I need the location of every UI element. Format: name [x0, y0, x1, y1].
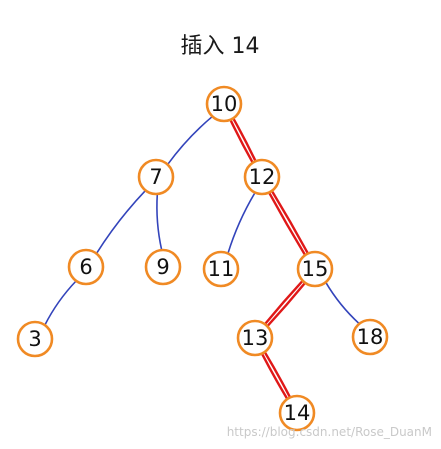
edge-15-18	[324, 281, 361, 325]
edge-12-15-highlight-2	[267, 191, 307, 257]
node-label: 6	[79, 255, 92, 279]
node-circle	[296, 250, 334, 288]
edge-13-14-highlight-2	[260, 352, 289, 401]
edge-6-3	[44, 280, 77, 326]
edge-15-13-highlight-1	[266, 281, 307, 328]
watermark: https://blog.csdn.net/Rose_DuanM	[227, 425, 432, 439]
edge-12-11	[227, 191, 256, 255]
tree-node-13: 13	[236, 319, 274, 357]
node-label: 12	[249, 165, 276, 189]
tree-edges	[44, 115, 361, 401]
node-circle	[144, 248, 182, 286]
tree-node-7: 7	[137, 158, 175, 196]
tree-node-12: 12	[243, 158, 281, 196]
node-label: 7	[149, 165, 162, 189]
edge-7-6	[95, 189, 147, 255]
node-circle	[67, 248, 105, 286]
tree-node-18: 18	[351, 318, 389, 356]
node-label: 9	[156, 255, 169, 279]
node-circle	[243, 158, 281, 196]
diagram-title: 插入 14	[181, 34, 260, 59]
edge-10-7	[166, 115, 214, 166]
node-circle	[16, 320, 54, 358]
node-circle	[278, 394, 316, 432]
tree-node-14: 14	[278, 394, 316, 432]
tree-node-15: 15	[296, 250, 334, 288]
node-circle	[137, 158, 175, 196]
edge-15-13-highlight-2	[263, 279, 304, 326]
tree-node-3: 3	[16, 320, 54, 358]
tree-node-11: 11	[202, 250, 240, 288]
tree-node-10: 10	[205, 85, 243, 123]
node-label: 10	[211, 92, 238, 116]
edge-7-9	[156, 193, 163, 251]
node-label: 14	[284, 401, 311, 425]
tree-nodes: 10 7 12 6 9 11 15 3 13 18 14	[16, 85, 389, 432]
edge-10-12-highlight-1	[232, 117, 257, 163]
node-circle	[236, 319, 274, 357]
node-circle	[202, 250, 240, 288]
edge-13-14-highlight-1	[263, 350, 292, 399]
edge-12-15-highlight-1	[270, 189, 310, 255]
node-label: 15	[302, 257, 329, 281]
edge-10-12-highlight-2	[229, 118, 254, 164]
tree-node-6: 6	[67, 248, 105, 286]
tree-node-9: 9	[144, 248, 182, 286]
node-circle	[205, 85, 243, 123]
node-label: 18	[357, 325, 384, 349]
node-label: 11	[208, 257, 235, 281]
node-label: 3	[28, 327, 41, 351]
node-circle	[351, 318, 389, 356]
node-label: 13	[242, 326, 269, 350]
